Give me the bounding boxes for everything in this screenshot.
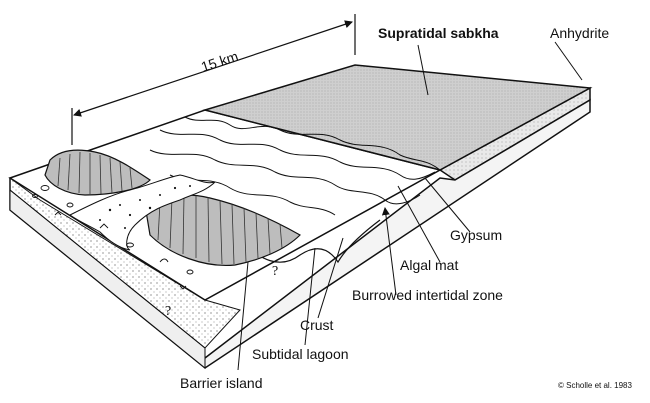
label-supratidal-sabkha: Supratidal sabkha (378, 25, 499, 41)
leader-lines (237, 41, 583, 371)
barrier-dune-1 (44, 149, 151, 196)
fossil-symbols (32, 185, 194, 290)
label-anhydrite: Anhydrite (550, 25, 609, 41)
label-algal-mat: Algal mat (400, 257, 458, 273)
sediment-layer (9, 177, 241, 349)
copyright-notice: © Scholle et al. 1983 (558, 381, 632, 390)
scale-bar-label: 15 km (199, 48, 240, 75)
zone-lines (149, 116, 441, 216)
lagoon-basin (239, 219, 381, 264)
label-subtidal-lagoon: Subtidal lagoon (252, 346, 349, 362)
washover-fan (69, 174, 216, 251)
unknown-marker-2: ? (165, 304, 171, 319)
label-burrowed-intertidal-zone: Burrowed intertidal zone (352, 287, 503, 303)
unknown-marker-1: ? (272, 264, 278, 279)
label-gypsum: Gypsum (450, 227, 502, 243)
label-barrier-island: Barrier island (180, 375, 262, 391)
barrier-dune-2 (144, 194, 301, 267)
label-crust: Crust (300, 317, 334, 333)
